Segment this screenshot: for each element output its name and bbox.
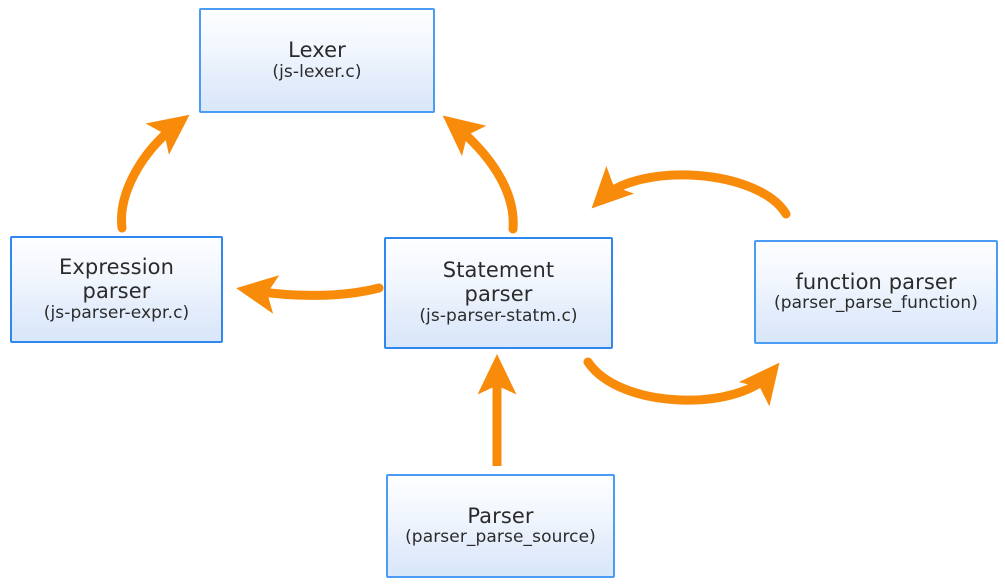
edge-statement-to-expression — [236, 275, 384, 314]
node-function-parser-title: function parser — [795, 269, 957, 294]
edge-expression-to-lexer — [117, 114, 190, 233]
node-expression-parser-title: Expression — [59, 254, 174, 279]
node-expression-parser[interactable]: Expression parser (js-parser-expr.c) — [10, 236, 223, 343]
node-statement-parser-title: Statement — [442, 258, 555, 283]
node-lexer-subtitle: (js-lexer.c) — [272, 61, 362, 82]
node-parser-title: Parser — [467, 503, 534, 528]
node-statement-parser-subtitle: (js-parser-statm.c) — [419, 306, 578, 327]
node-function-parser[interactable]: function parser (parser_parse_function) — [754, 240, 998, 344]
node-parser[interactable]: Parser (parser_parse_source) — [386, 474, 615, 578]
node-parser-subtitle: (parser_parse_source) — [405, 527, 596, 548]
edge-statement-to-lexer — [442, 115, 518, 234]
node-lexer-title: Lexer — [288, 38, 346, 63]
node-expression-parser-title-line2: parser — [82, 278, 151, 303]
node-function-parser-subtitle: (parser_parse_function) — [773, 293, 979, 314]
edge-statement-to-function — [583, 357, 780, 407]
node-statement-parser-title-line2: parser — [464, 282, 533, 307]
edge-function-to-statement — [591, 166, 791, 219]
node-lexer[interactable]: Lexer (js-lexer.c) — [199, 8, 435, 113]
node-statement-parser[interactable]: Statement parser (js-parser-statm.c) — [384, 237, 613, 349]
node-expression-parser-subtitle: (js-parser-expr.c) — [43, 302, 190, 323]
